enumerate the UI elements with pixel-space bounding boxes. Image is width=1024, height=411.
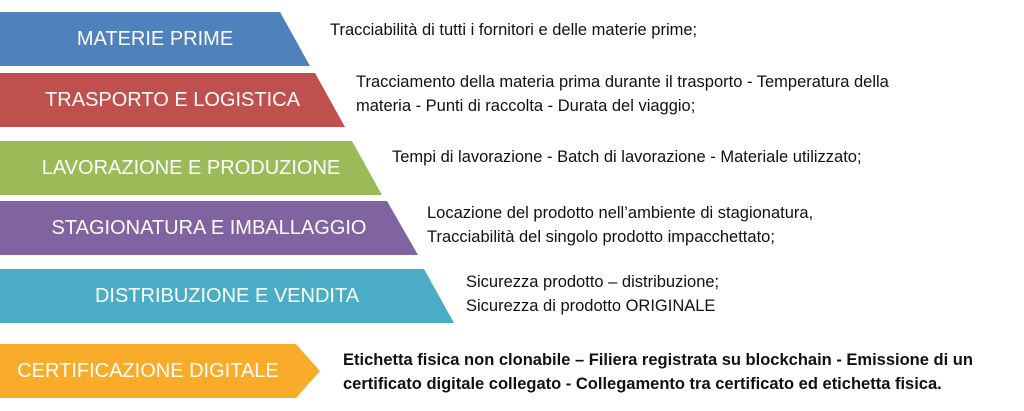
stage-desc-lavorazione: Tempi di lavorazione - Batch di lavorazi…: [392, 145, 862, 169]
stage-shape-distribuzione: [0, 269, 454, 323]
stage-desc-distribuzione: Sicurezza prodotto – distribuzione; Sicu…: [466, 270, 719, 318]
desc-line: Tracciabilità del singolo prodotto impac…: [427, 228, 775, 246]
stage-desc-trasporto: Tracciamento della materia prima durante…: [356, 70, 889, 118]
stage-shape-lavorazione: [0, 141, 382, 195]
desc-line: Sicurezza prodotto – distribuzione;: [466, 273, 720, 291]
stage-shape-materie-prime: [0, 12, 310, 66]
stage-desc-materie-prime: Tracciabilità di tutti i fornitori e del…: [330, 18, 697, 42]
stage-label-certificazione: CERTIFICAZIONE DIGITALE: [17, 360, 279, 382]
stage-label-materie-prime: MATERIE PRIME: [76, 28, 234, 50]
desc-line: Etichetta fisica non clonabile – Filiera…: [343, 351, 973, 369]
desc-line: Tracciamento della materia prima durante…: [356, 73, 889, 91]
desc-line: Tempi di lavorazione - Batch di lavorazi…: [392, 148, 862, 166]
desc-line: Sicurezza di prodotto ORIGINALE: [466, 297, 716, 315]
stage-label-lavorazione: LAVORAZIONE E PRODUZIONE: [41, 157, 341, 179]
stage-shape-certificazione: [0, 344, 320, 398]
stage-desc-certificazione: Etichetta fisica non clonabile – Filiera…: [343, 348, 973, 396]
stage-shape-trasporto: [0, 73, 345, 127]
stage-desc-stagionatura: Locazione del prodotto nell’ambiente di …: [427, 201, 813, 249]
desc-line: Locazione del prodotto nell’ambiente di …: [427, 204, 814, 222]
desc-line: materia - Punti di raccolta - Durata del…: [356, 97, 696, 115]
desc-line: Tracciabilità di tutti i fornitori e del…: [330, 21, 698, 39]
stage-label-trasporto: TRASPORTO E LOGISTICA: [45, 89, 300, 111]
stage-shape-stagionatura: [0, 201, 418, 255]
desc-line: certificato digitale collegato - Collega…: [343, 375, 942, 393]
stage-label-distribuzione: DISTRIBUZIONE E VENDITA: [94, 285, 360, 307]
stage-label-stagionatura: STAGIONATURA E IMBALLAGGIO: [51, 217, 367, 239]
